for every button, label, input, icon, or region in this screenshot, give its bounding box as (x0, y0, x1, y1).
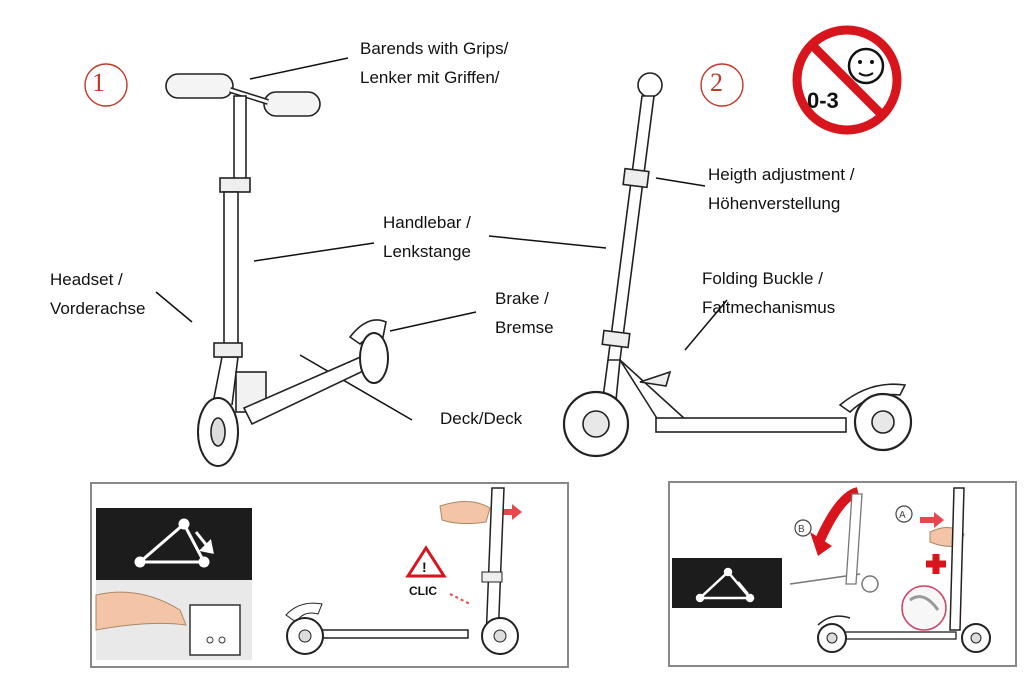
age-warning-sign: 0-3 (797, 30, 897, 130)
marker-a: A (899, 510, 906, 521)
scooter-1 (166, 74, 388, 466)
marker-b: B (798, 524, 805, 535)
right-grip (264, 92, 320, 116)
detail-zoom-circle (902, 586, 946, 630)
unfold-hint-box (672, 558, 782, 608)
deck (656, 418, 846, 432)
hand-pull-icon (440, 501, 490, 523)
clic-text: CLIC (409, 584, 437, 598)
step-1-circle (85, 64, 127, 106)
svg-text:!: ! (422, 559, 427, 575)
baby-face-icon (849, 49, 883, 83)
panel-4: B A (669, 482, 1016, 666)
rear-wheel (360, 333, 388, 383)
left-grip (166, 74, 233, 98)
panel-3: ! CLIC (91, 483, 568, 667)
age-warning-text: 0-3 (807, 88, 839, 113)
step-2-circle (701, 64, 743, 106)
